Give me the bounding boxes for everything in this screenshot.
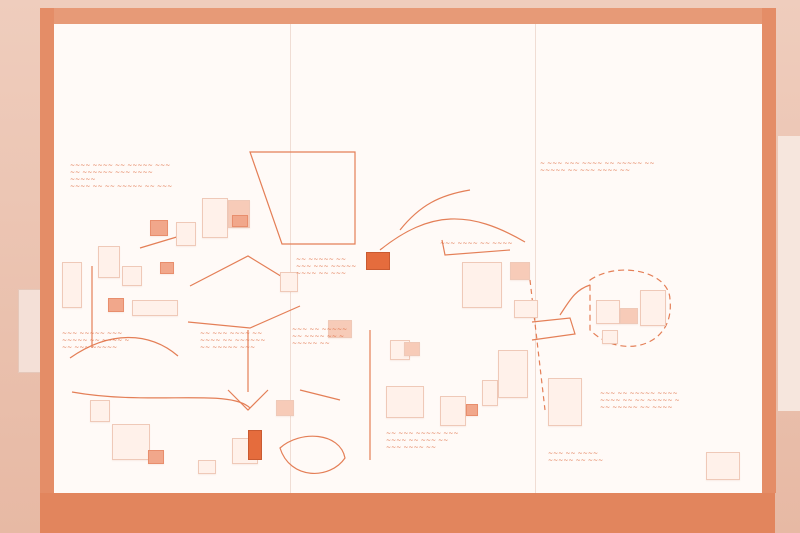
note <box>620 308 638 324</box>
handwritten-block: ~~~ ~~~~~ ~~~ ~~~~~ ~~ ~~~~ ~ ~~ ~~~ ~~~… <box>62 330 130 351</box>
handwritten-block: ~~ ~~~ ~~~~ ~~ ~~~~ ~~ ~~~~~~ ~~ ~~~~~ ~… <box>200 330 266 351</box>
note <box>498 350 528 398</box>
note <box>404 342 420 356</box>
handwritten-block: ~~~ ~~ ~~~~~ ~~~~ ~~~~ ~~ ~~ ~~~~~ ~ ~~ … <box>600 390 680 411</box>
note <box>112 424 150 460</box>
handwritten-block: ~~~~ ~~~~ ~~ ~~~~~ ~~~ ~~ ~~~~~~ ~~~ ~~~… <box>70 162 173 190</box>
board-seam <box>290 24 291 493</box>
side-paper-right <box>778 136 800 411</box>
note <box>548 378 582 426</box>
note <box>276 400 294 416</box>
note <box>280 272 298 292</box>
note <box>328 320 352 338</box>
photo-card <box>248 430 262 460</box>
note <box>98 246 120 278</box>
frame-top <box>40 8 775 24</box>
note <box>706 452 740 480</box>
handwritten-block: ~~~ ~~ ~~~~~ ~~ ~~~~ ~~ ~ ~~~~~ ~~ <box>292 326 348 347</box>
note <box>132 300 178 316</box>
board-seam <box>535 24 536 493</box>
side-sign <box>18 289 44 373</box>
box-the-map <box>249 151 356 245</box>
note <box>602 330 618 344</box>
frame-bottom <box>40 493 775 533</box>
note <box>386 386 424 418</box>
handwritten-block: ~~~ ~~ ~~~~ ~~~~~ ~~ ~~~ <box>548 450 604 464</box>
note <box>514 300 538 318</box>
note <box>160 262 174 274</box>
note <box>510 262 530 280</box>
note <box>466 404 478 416</box>
note <box>108 298 124 312</box>
handwritten-block: ~~ ~~~ ~~~~~ ~~~ ~~~~ ~~ ~~~ ~~ ~~~ ~~~~… <box>386 430 459 451</box>
note <box>122 266 142 286</box>
note <box>440 396 466 426</box>
note <box>202 198 228 238</box>
frame-right <box>762 8 776 493</box>
note <box>640 290 666 326</box>
handwritten-block: ~~ ~~~~~ ~~ ~~~ ~~~ ~~~~~ ~~~~ ~~ ~~~ <box>296 256 357 277</box>
note <box>198 460 216 474</box>
handwritten-block: ~~~ ~~~~ ~~ ~~~~ <box>440 240 513 247</box>
note <box>596 300 620 324</box>
note <box>90 400 110 422</box>
note <box>232 215 248 227</box>
note <box>150 220 168 236</box>
photo-card <box>366 252 390 270</box>
note <box>62 262 82 308</box>
note <box>482 380 498 406</box>
frame-left <box>40 8 54 493</box>
note <box>148 450 164 464</box>
note <box>176 222 196 246</box>
note <box>462 262 502 308</box>
handwritten-block: ~ ~~~ ~~~ ~~~~ ~~ ~~~~~ ~~ ~~~~~ ~~ ~~~ … <box>540 160 655 174</box>
